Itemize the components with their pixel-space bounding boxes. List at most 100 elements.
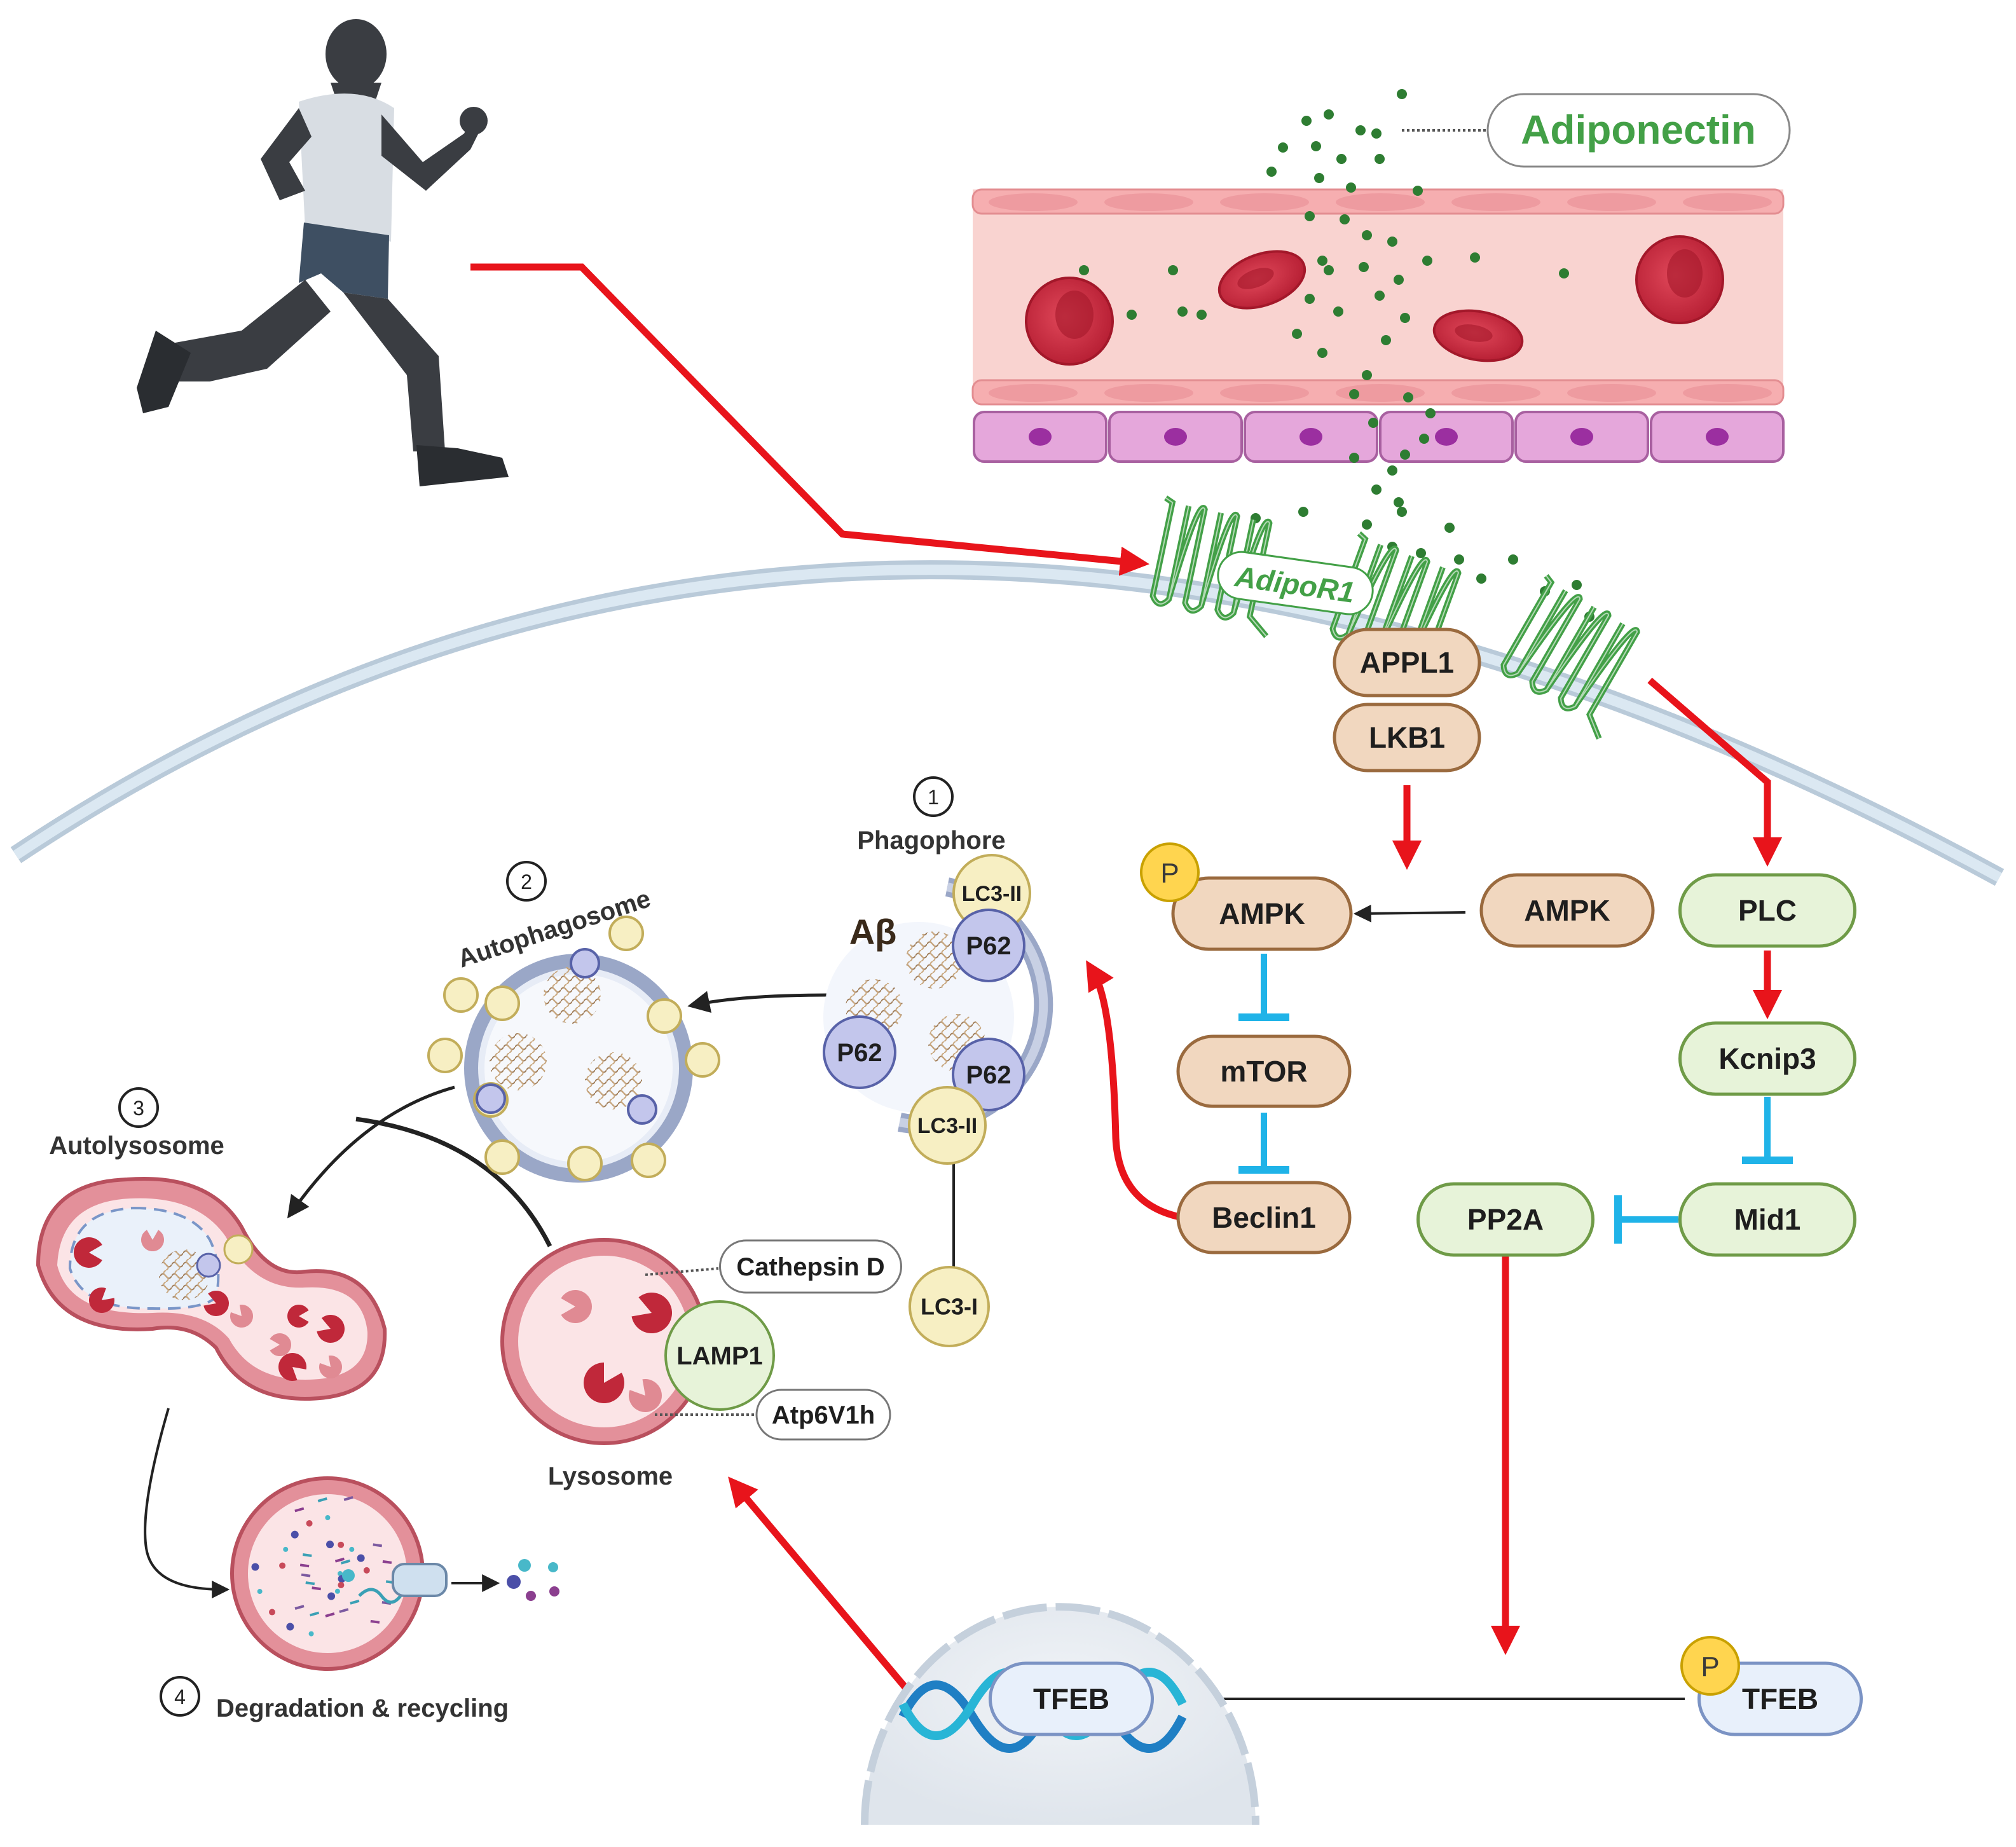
ampk-node: AMPK — [1479, 873, 1655, 948]
adiponectin-dot — [1333, 306, 1343, 317]
adiponectin-dot — [1349, 389, 1359, 399]
cathepsin-d-callout: Cathepsin D — [719, 1239, 902, 1294]
mid1-node: Mid1 — [1678, 1182, 1856, 1257]
fragment — [299, 1563, 310, 1568]
fragment — [286, 1623, 294, 1631]
lc3-dot — [567, 1146, 603, 1181]
pericyte-nucleus — [1706, 428, 1729, 446]
adiponectin-dot — [1375, 154, 1385, 164]
p62-marker: P62 — [952, 1038, 1025, 1111]
adiponectin-dot — [1324, 109, 1334, 120]
ampk-phospho-badge-text: P — [1160, 858, 1179, 889]
recycled-molecule — [518, 1559, 531, 1572]
fragment — [363, 1567, 370, 1574]
lamp1-marker-label: LAMP1 — [676, 1342, 763, 1370]
exercise-to-adipor1-arrow — [470, 263, 1149, 576]
fragment — [338, 1571, 343, 1576]
flow-arrows — [144, 904, 1685, 1708]
step-number-4: 4 — [160, 1676, 200, 1717]
adiponectin-dot — [1416, 548, 1426, 558]
tfeb-nuclear-node-label: TFEB — [1033, 1682, 1109, 1715]
p62-marker: P62 — [952, 909, 1025, 982]
adiponectin-dot — [1305, 294, 1315, 304]
adiponectin-dot — [1311, 141, 1321, 151]
ampk-phospho-node: AMPK — [1171, 876, 1353, 951]
adiponectin-dot — [1444, 523, 1455, 533]
adipor1-label: AdipoR1 — [1217, 551, 1374, 615]
fragment — [305, 1581, 315, 1586]
adiponectin-dot — [1375, 291, 1385, 301]
autophagosome — [427, 916, 720, 1183]
degradation-vesicle — [230, 1476, 559, 1671]
fragment — [312, 1586, 321, 1591]
adiponectin-dot — [1387, 237, 1397, 247]
ampk-phospho-badge: P — [1140, 842, 1200, 902]
lc3-dot — [443, 977, 479, 1013]
adiponectin-dot — [1168, 265, 1178, 275]
abeta-aggregate-icon — [585, 1052, 642, 1109]
tfeb-nuclear-node: TFEB — [989, 1661, 1154, 1736]
fragment — [268, 1609, 275, 1616]
callout-lines — [645, 1267, 757, 1416]
adiponectin-dot — [1266, 167, 1277, 177]
adiponectin-dot — [1422, 256, 1432, 266]
pericyte-nucleus — [1299, 428, 1322, 446]
adiponectin-dot — [1413, 186, 1423, 196]
pp2a-node: PP2A — [1416, 1182, 1594, 1257]
adiponectin-dot — [1079, 265, 1089, 275]
mtor-node-label: mTOR — [1220, 1055, 1307, 1088]
adiponectin-dot — [1314, 173, 1324, 183]
beclin1-node: Beclin1 — [1176, 1181, 1352, 1254]
autolysosome — [36, 1177, 387, 1401]
adiponectin-dot — [1394, 497, 1404, 507]
kcnip3-node: Kcnip3 — [1678, 1021, 1856, 1096]
adipor1-to-plc-arrow — [1647, 677, 1783, 867]
adiponectin-dot — [1476, 573, 1486, 584]
fragment — [306, 1520, 313, 1527]
adiponectin-dot — [1394, 275, 1404, 285]
lkb1-node: LKB1 — [1333, 703, 1481, 772]
step-number-1: 1 — [913, 776, 954, 817]
fragment — [279, 1562, 286, 1569]
adiponectin-dot — [1403, 392, 1413, 402]
adiponectin-dot — [1400, 450, 1410, 460]
tfeb-phospho-node: TFEB — [1697, 1661, 1863, 1736]
tfeb-phospho-badge-text: P — [1701, 1651, 1719, 1682]
abeta-aggregate-icon — [490, 1033, 547, 1090]
p62-dot — [196, 1253, 221, 1278]
plc-node: PLC — [1678, 873, 1856, 948]
adiponectin-dot — [1278, 142, 1288, 153]
endothelial-cell — [1104, 193, 1193, 211]
fragment — [326, 1541, 334, 1549]
endothelial-cell — [1567, 384, 1656, 402]
recycled-molecule — [507, 1575, 521, 1589]
fragment — [291, 1530, 299, 1539]
degradation-label: Degradation & recycling — [216, 1694, 509, 1722]
step-number-text: 4 — [174, 1686, 186, 1708]
adiponectin-dot — [1349, 453, 1359, 463]
cathepsin-icon — [203, 1290, 229, 1317]
endothelial-cell — [1451, 193, 1540, 211]
appl1-node-label: APPL1 — [1360, 646, 1454, 679]
red-blood-cell-icon — [1635, 235, 1724, 324]
fragment — [310, 1611, 320, 1617]
red-blood-cell-icon — [1025, 277, 1114, 366]
fragment — [334, 1557, 345, 1563]
inhibition-lines — [1238, 954, 1793, 1244]
fragment — [338, 1541, 345, 1548]
atp6v1h-callout: Atp6V1h — [755, 1389, 891, 1441]
fragment — [308, 1631, 314, 1637]
adiponectin-dot — [1317, 256, 1327, 266]
adiponectin-dot — [1371, 484, 1382, 495]
adiponectin-dot — [1359, 262, 1369, 272]
adiponectin-dot — [1305, 211, 1315, 221]
step-number-3: 3 — [118, 1087, 159, 1128]
lc3-ii-marker-label: LC3-II — [917, 1114, 977, 1138]
adiponectin-text: Adiponectin — [1521, 107, 1756, 153]
adiponectin-dot — [1397, 89, 1407, 99]
cathepsin-d-callout-label: Cathepsin D — [736, 1253, 884, 1281]
adiponectin-dot — [1340, 214, 1350, 224]
adiponectin-dot — [1419, 434, 1429, 444]
